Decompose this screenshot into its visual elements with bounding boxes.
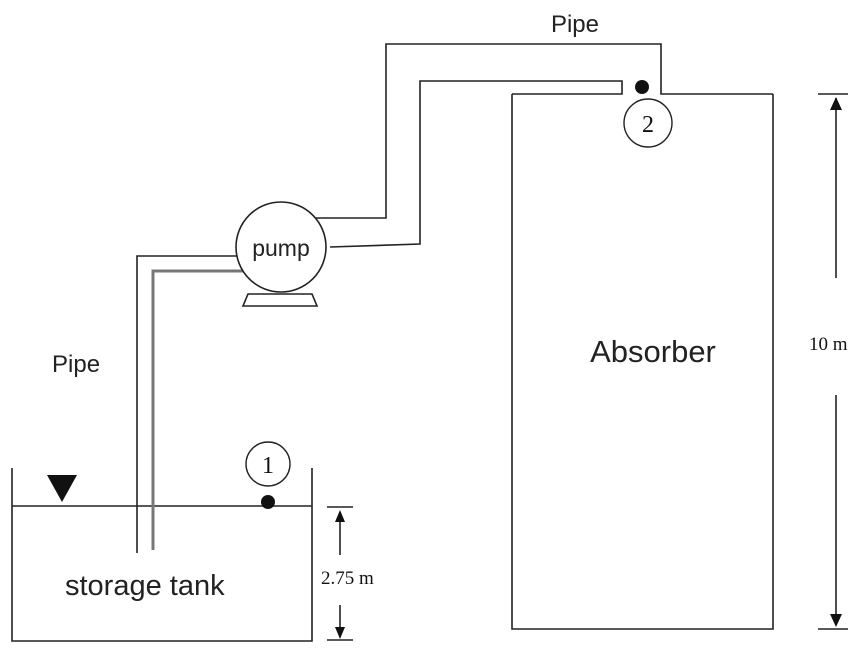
pump-body (235, 201, 327, 293)
point-2-dot (635, 80, 649, 94)
point-1-circle (245, 441, 291, 487)
absorber-height-dimension (818, 93, 848, 630)
water-level-icon (47, 475, 77, 502)
discharge-pipe (312, 43, 773, 248)
tank-height-label: 2.75 m (321, 568, 374, 589)
absorber (511, 94, 774, 630)
storage-tank (11, 468, 313, 642)
pipe-top-label: Pipe (551, 11, 599, 38)
suction-pipe (136, 255, 244, 553)
point-2-label: 2 (642, 112, 654, 138)
absorber-height-label: 10 m (809, 334, 848, 355)
absorber-label: Absorber (590, 334, 716, 369)
point-1-label: 1 (262, 453, 274, 479)
pump-label: pump (252, 235, 310, 261)
pipe-left-label: Pipe (52, 351, 100, 378)
storage-tank-label: storage tank (65, 570, 225, 602)
point-2-circle (623, 98, 673, 148)
pump-base (241, 293, 319, 307)
tank-height-dimension (327, 506, 353, 641)
pump: pump (235, 201, 327, 307)
point-1-dot (261, 495, 275, 509)
